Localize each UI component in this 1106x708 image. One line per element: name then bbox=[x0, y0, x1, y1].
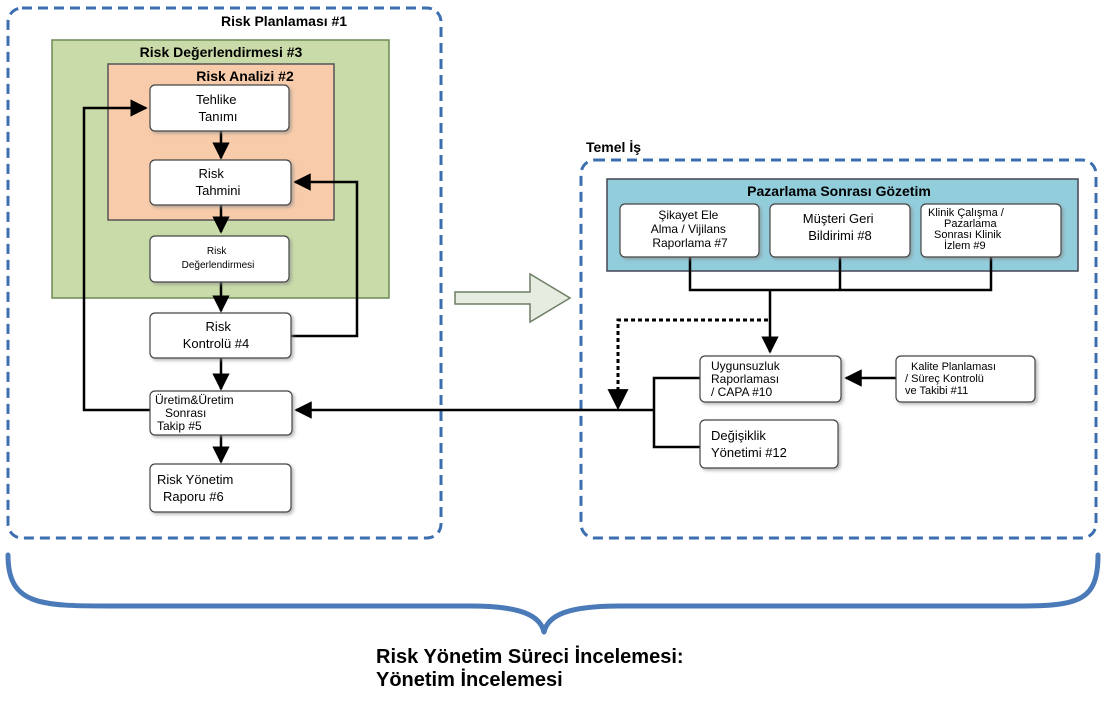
svg-text:Risk Yönetim Raporu #6: Risk Yönetim Raporu #6 bbox=[157, 472, 237, 504]
core-business-region bbox=[579, 158, 1098, 540]
svg-text:Şikayet Ele Alma / Vijil: Şikayet Ele Alma / Vijilans Raporlama #7 bbox=[651, 208, 729, 250]
node-risk-report: Risk Yönetim Raporu #6 bbox=[149, 463, 292, 513]
connectors bbox=[82, 99, 993, 464]
footer-caption: Risk Yönetim Süreci İncelemesi: Yönetim … bbox=[376, 645, 689, 691]
node-quality-planning: Kalite Planlaması / Süreç Kontrolü ve Ta… bbox=[895, 355, 1036, 403]
risk-evaluation-title: Risk Değerlendirmesi #3 bbox=[140, 44, 303, 60]
risk-planning-region bbox=[6, 6, 443, 540]
transition-arrow bbox=[454, 272, 572, 324]
svg-text:Tehlike Tanımı: Tehlike Tanımı bbox=[196, 92, 240, 124]
post-market-title: Pazarlama Sonrası Gözetim bbox=[747, 183, 931, 199]
svg-text:Uygunsuzluk Raporlaması: Uygunsuzluk Raporlaması / CAPA #10 bbox=[711, 359, 783, 399]
risk-planning-title: Risk Planlaması #1 bbox=[221, 13, 347, 29]
node-hazard-id: Tehlike Tanımı bbox=[149, 84, 290, 132]
node-risk-control: Risk Kontrolü #4 bbox=[149, 312, 292, 359]
curly-brace bbox=[5, 552, 1101, 635]
svg-text:Klinik Çalışma / Pazarla: Klinik Çalışma / Pazarlama Sonrası Klini… bbox=[928, 207, 1007, 252]
node-customer-feedback: Müşteri Geri Bildirimi #8 bbox=[769, 203, 911, 258]
node-complaint-vigilance: Şikayet Ele Alma / Vijilans Raporlama #7 bbox=[619, 203, 760, 258]
node-risk-assessment: Risk Değerlendirmesi bbox=[149, 235, 290, 283]
node-production-followup: Üretim&Üretim Sonrası Takip #5 bbox=[149, 390, 293, 436]
svg-text:Risk Tahmini: Risk Tahmini bbox=[196, 166, 241, 198]
risk-analysis-title: Risk Analizi #2 bbox=[196, 68, 294, 84]
node-nonconformity-capa: Uygunsuzluk Raporlaması / CAPA #10 bbox=[699, 355, 842, 403]
svg-text:Risk Kontrolü #4: Risk Kontrolü #4 bbox=[183, 319, 250, 351]
svg-text:Kalite Planlaması / Süre: Kalite Planlaması / Süreç Kontrolü ve Ta… bbox=[905, 361, 999, 397]
node-risk-estimation: Risk Tahmini bbox=[149, 159, 292, 206]
node-change-management: Değişiklik Yönetimi #12 bbox=[699, 419, 839, 469]
svg-text:Üretim&Üretim Sonrası: Üretim&Üretim Sonrası Takip #5 bbox=[155, 393, 237, 433]
svg-text:Değişiklik Yönetimi #12: Değişiklik Yönetimi #12 bbox=[711, 428, 787, 460]
core-business-title: Temel İş bbox=[586, 139, 641, 155]
node-clinical-followup: Klinik Çalışma / Pazarlama Sonrası Klini… bbox=[920, 203, 1062, 258]
svg-text:Müşteri Geri Bildirimi #: Müşteri Geri Bildirimi #8 bbox=[803, 211, 877, 243]
svg-text:Risk Değerlendirmesi: Risk Değerlendirmesi bbox=[182, 246, 255, 271]
